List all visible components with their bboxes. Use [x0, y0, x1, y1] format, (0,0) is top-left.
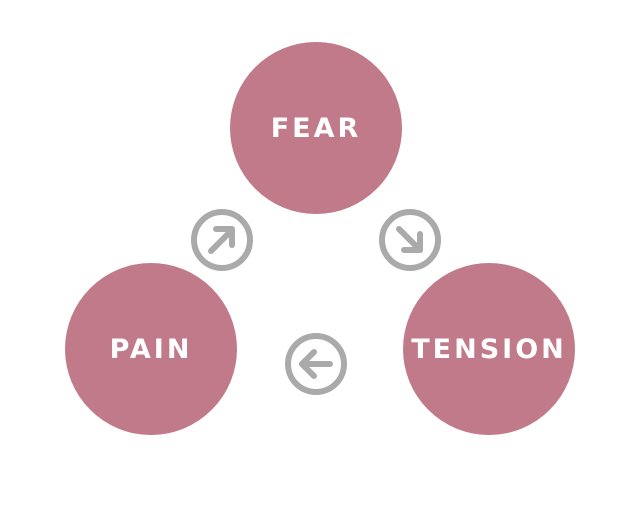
tension-label: TENSION: [411, 333, 567, 365]
fear-label: FEAR: [270, 112, 362, 144]
pain-label: PAIN: [109, 333, 193, 365]
arrow-up-right-icon: [191, 209, 253, 271]
tension-circle: TENSION: [403, 263, 575, 435]
arrow-left-icon: [285, 333, 347, 395]
pain-circle: PAIN: [65, 263, 237, 435]
arrow-down-right-icon: [379, 209, 441, 271]
fear-circle: FEAR: [230, 42, 402, 214]
